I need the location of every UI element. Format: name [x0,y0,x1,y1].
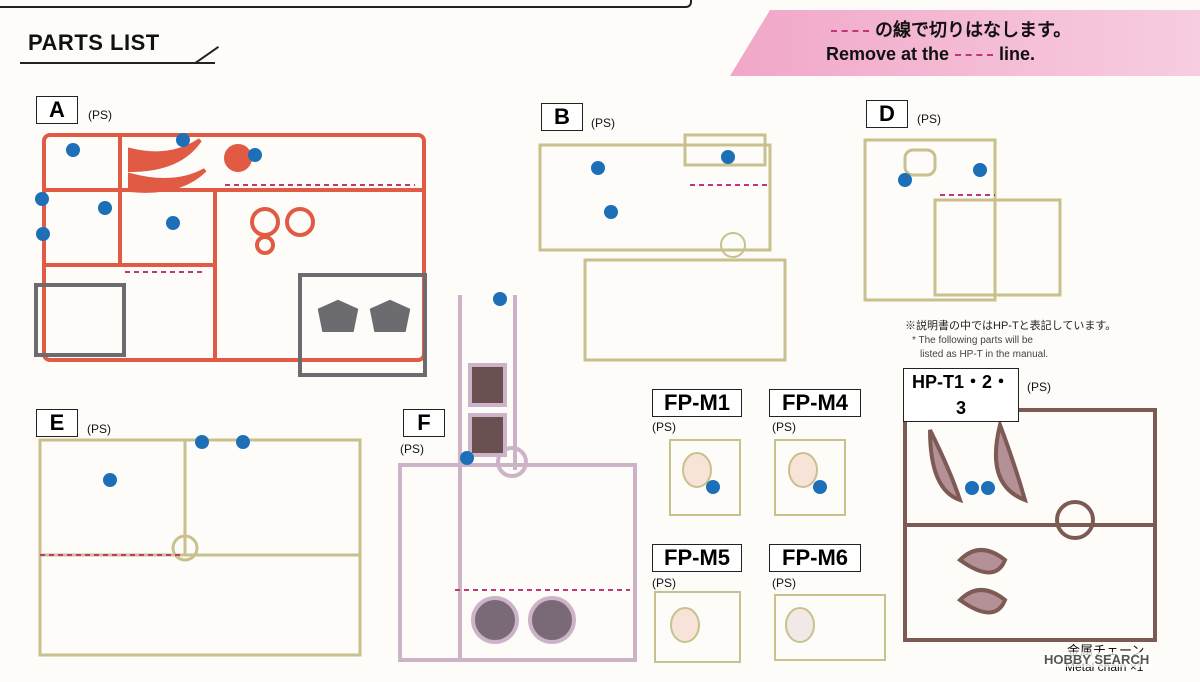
section-material-D: (PS) [917,112,941,126]
top-frame-line [0,0,692,8]
section-material-fp-m5: (PS) [652,576,676,590]
section-label-fp-m5: FP-M5 [652,544,742,572]
runner-F [398,295,637,662]
hp-t-note-en-1: * The following parts will be [912,335,1033,346]
section-label-hp-t: HP-T1・2・3 [903,368,1019,422]
hp-t-note-en-2: listed as HP-T in the manual. [920,349,1049,360]
hp-t-note-jp: ※説明書の中ではHP-Tと表記しています。 [905,320,1117,332]
dash-sample [831,30,869,33]
section-material-B: (PS) [591,116,615,130]
banner-line-en: Remove at the line. [826,44,1035,65]
runner-A-gray [34,273,427,377]
cut-instruction-banner: の線で切りはなします。 Remove at the line. [730,8,1200,78]
section-material-fp-m1: (PS) [652,420,676,434]
section-material-E: (PS) [87,422,111,436]
runner-E [38,438,362,657]
section-label-B: B [541,103,583,131]
section-label-E: E [36,409,78,437]
dash-sample [955,54,994,57]
section-material-fp-m4: (PS) [772,420,796,434]
banner-en-after: line. [999,44,1036,64]
section-material-hp-t: (PS) [1027,380,1051,394]
cut-lines [40,184,995,591]
section-material-A: (PS) [88,108,112,122]
banner-en-before: Remove at the [826,44,950,64]
section-label-A: A [36,96,78,124]
runner-FP [654,439,886,663]
section-material-F: (PS) [400,442,424,456]
title-underline [20,62,215,64]
section-label-F: F [403,409,445,437]
banner-line-jp: の線で切りはなします。 [825,16,1071,42]
section-label-fp-m4: FP-M4 [769,389,861,417]
runner-HPT [903,408,1157,642]
runner-A [42,133,426,362]
page-title: PARTS LIST [28,30,160,55]
section-label-fp-m1: FP-M1 [652,389,742,417]
banner-shape [730,10,1200,76]
section-label-fp-m6: FP-M6 [769,544,861,572]
runner-D [863,138,1062,302]
section-label-D: D [866,100,908,128]
runner-B [538,133,787,362]
section-material-fp-m6: (PS) [772,576,796,590]
banner-jp-text: の線で切りはなします。 [875,20,1072,40]
watermark: HOBBY SEARCH [1040,652,1154,667]
part-number-badges [35,133,995,495]
